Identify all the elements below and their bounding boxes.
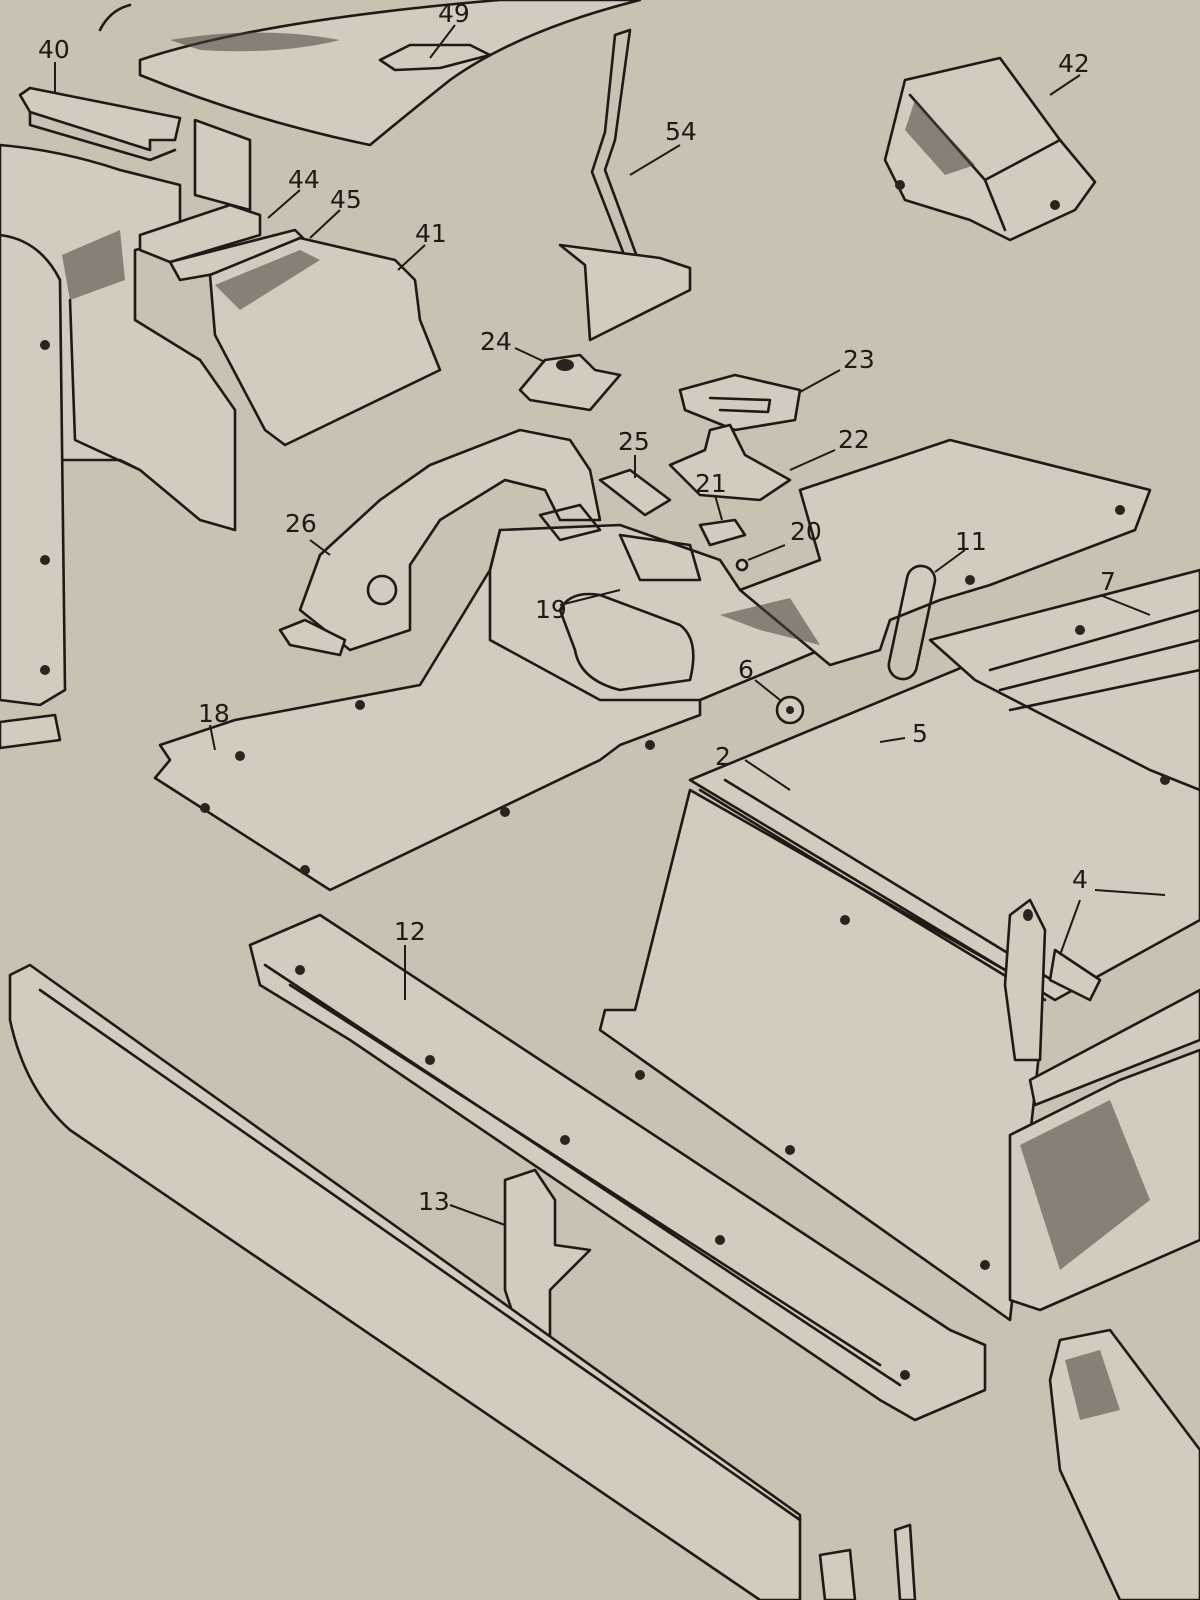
callout-5: 5 — [912, 719, 928, 748]
callout-26: 26 — [285, 509, 317, 538]
callout-labels: 40 49 42 54 44 45 41 24 23 22 25 21 20 2… — [38, 0, 1116, 1216]
bottom-small-brackets — [818, 1523, 917, 1600]
callout-40: 40 — [38, 35, 70, 64]
mounting-holes — [40, 180, 1170, 1380]
part-23-plate — [678, 373, 802, 432]
part-41-panel — [208, 236, 442, 447]
part-12-channel — [248, 913, 987, 1422]
leader-lines — [54, 24, 1166, 1226]
bottom-right-bracket — [1048, 1328, 1200, 1600]
part-6-nut — [775, 695, 805, 725]
callout-12: 12 — [394, 917, 426, 946]
part-20-21-fasteners — [698, 518, 749, 572]
callout-42: 42 — [1058, 49, 1090, 78]
callout-23: 23 — [843, 345, 875, 374]
part-11-loop — [887, 564, 937, 681]
callout-13: 13 — [418, 1187, 450, 1216]
callout-54: 54 — [665, 117, 697, 146]
callout-21: 21 — [695, 469, 727, 498]
callout-6: 6 — [738, 655, 754, 684]
part-4-bracket — [1003, 898, 1102, 1062]
part-49-hood-panel — [98, 0, 642, 147]
callout-18: 18 — [198, 699, 230, 728]
callout-41: 41 — [415, 219, 447, 248]
left-side-panel — [0, 118, 252, 750]
callout-24: 24 — [480, 327, 512, 356]
part-25-plate — [598, 468, 672, 517]
callout-22: 22 — [838, 425, 870, 454]
callout-49: 49 — [438, 0, 470, 28]
right-floor-deck — [720, 438, 1152, 667]
callout-25: 25 — [618, 427, 650, 456]
part-44-hinge — [138, 203, 262, 264]
part-24-grommet — [518, 353, 622, 412]
part-40-bracket — [18, 86, 182, 162]
callout-2: 2 — [715, 742, 731, 771]
long-side-sill — [8, 963, 802, 1600]
callout-20: 20 — [790, 517, 822, 546]
callout-11: 11 — [955, 527, 987, 556]
part-42-scoop — [883, 56, 1097, 242]
part-18-floor-panel — [153, 503, 822, 892]
callout-7: 7 — [1100, 567, 1116, 596]
callout-44: 44 — [288, 165, 320, 194]
part-22-boot — [668, 423, 792, 502]
callout-45: 45 — [330, 185, 362, 214]
part-26-arch-bracket — [278, 428, 602, 657]
part-2-seat-box — [598, 658, 1200, 1322]
callout-19: 19 — [535, 595, 567, 624]
part-7-ribbed-panel — [928, 568, 1200, 792]
callout-4: 4 — [1072, 865, 1088, 894]
part-54-lever — [558, 28, 692, 342]
